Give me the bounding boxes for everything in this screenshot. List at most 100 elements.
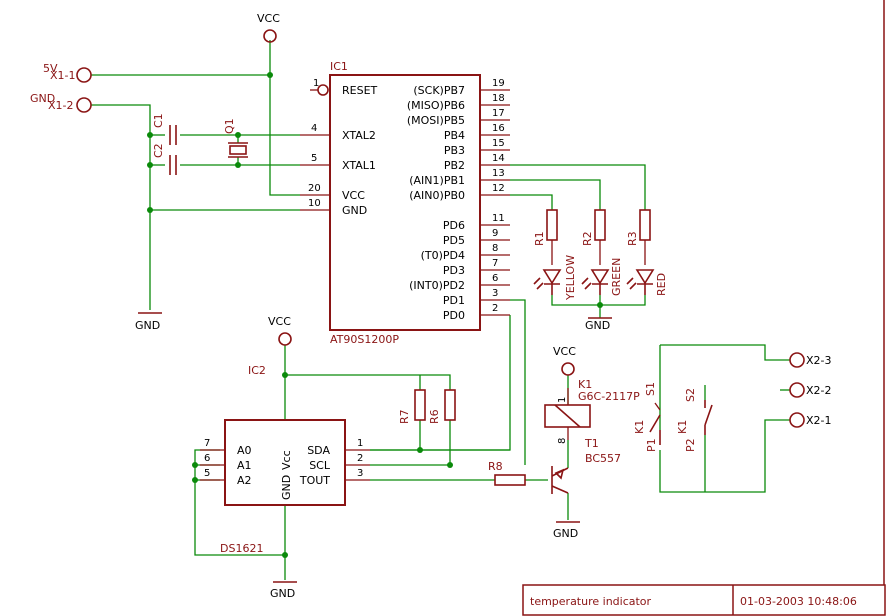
junctions <box>147 72 603 558</box>
k1-p2-label: P2 <box>684 438 697 452</box>
relay-k1-coil: 1 8 K1 G6C-2117P <box>544 378 640 444</box>
ic2-pin-number: 1 <box>357 438 363 449</box>
resistor-r8: R8 <box>488 460 526 486</box>
ic1-pin-number: 5 <box>311 153 317 164</box>
x1-2-net-label: GND <box>30 92 55 105</box>
ic1-pin-name: (T0)PD4 <box>421 249 465 262</box>
power-symbols: VCC VCC VCC GND GND GND GND <box>135 12 612 600</box>
ic1-part: AT90S1200P <box>330 333 399 346</box>
x2-2-label: X2-2 <box>806 384 832 397</box>
ic2-name: IC2 <box>248 364 266 377</box>
resistor-r2: R2 <box>581 209 606 265</box>
ic1-pin-number: 8 <box>492 243 498 254</box>
ic1-pin-number: 1 <box>313 78 319 89</box>
k1-s1-label: S1 <box>644 382 657 396</box>
r1-label: R1 <box>533 231 546 246</box>
k1-contact1-label: K1 <box>633 420 646 434</box>
led-green: GREEN <box>581 258 623 296</box>
transistor-t1: T1 BC557 <box>551 437 621 494</box>
r6-label: R6 <box>428 409 441 424</box>
c1-label: C1 <box>152 113 165 128</box>
k1-contact2-label: K1 <box>676 420 689 434</box>
ic1-pin-number: 13 <box>492 168 505 179</box>
ic1-pin-number: 17 <box>492 108 505 119</box>
ic2-gnd-pin: GND <box>280 475 293 500</box>
ic2-pin-name: A0 <box>237 444 252 457</box>
r2-label: R2 <box>581 231 594 246</box>
ic1-pin-number: 9 <box>492 228 498 239</box>
connector-x2: X2-3 X2-2 X2-1 <box>789 352 832 428</box>
ic1-pin-number: 2 <box>492 303 498 314</box>
ic1-pin-name: PD6 <box>443 219 465 232</box>
ic2-chip: IC2 DS1621 Vcc GND <box>200 364 370 555</box>
schematic-timestamp: 01-03-2003 10:48:06 <box>740 595 857 608</box>
k1-label: K1 <box>578 378 592 391</box>
led-red: RED <box>626 269 668 296</box>
t1-label: T1 <box>584 437 599 450</box>
ic1-pin-number: 16 <box>492 123 505 134</box>
ic1-pin-number: 20 <box>308 183 321 194</box>
led-green-label: GREEN <box>610 258 623 296</box>
x1-1-label: X1-1 <box>50 69 76 82</box>
wires <box>91 40 790 580</box>
ic2-pin-name: SCL <box>309 459 331 472</box>
ic2-pin-name: A1 <box>237 459 252 472</box>
t1-part: BC557 <box>585 452 621 465</box>
ic2-pin-name: A2 <box>237 474 252 487</box>
ic1-pin-name: PB2 <box>444 159 465 172</box>
led-yellow-label: YELLOW <box>564 255 577 301</box>
ic1-pin-name: (SCK)PB7 <box>413 84 465 97</box>
k1-pin1: 1 <box>557 397 568 403</box>
x1-1-net-label: 5V <box>43 62 58 75</box>
ic1-pin-name: GND <box>342 204 367 217</box>
title-block: temperature indicator 01-03-2003 10:48:0… <box>522 584 886 616</box>
ic1-pin-number: 7 <box>492 258 498 269</box>
gnd-label-4: GND <box>270 587 295 600</box>
ic1-pin-number: 10 <box>308 198 321 209</box>
ic1-pin-number: 18 <box>492 93 505 104</box>
resistor-r6: R6 <box>428 389 456 424</box>
r8-label: R8 <box>488 460 503 473</box>
ic2-pin-number: 3 <box>357 468 363 479</box>
ic1-pin-number: 12 <box>492 183 505 194</box>
relay-k1-contact-2: K1 P2 S2 <box>676 388 713 452</box>
schematic-title: temperature indicator <box>530 595 652 608</box>
gnd-label-1: GND <box>135 319 160 332</box>
x2-1-label: X2-1 <box>806 414 832 427</box>
ic1-pin-name: XTAL1 <box>342 159 376 172</box>
ic2-vcc-pin: Vcc <box>280 450 293 470</box>
ic1-pin-name: (MOSI)PB5 <box>407 114 465 127</box>
crystal-q1: Q1 <box>223 118 248 158</box>
k1-s2-label: S2 <box>684 388 697 402</box>
ic1-pin-name: (MISO)PB6 <box>407 99 465 112</box>
ic1-pin-number: 19 <box>492 78 505 89</box>
x1-2-label: X1-2 <box>48 99 74 112</box>
q1-label: Q1 <box>223 118 236 134</box>
capacitor-c1: C1 <box>152 113 177 145</box>
ic1-pin-number: 6 <box>492 273 498 284</box>
c2-label: C2 <box>152 143 165 158</box>
ic2-pin-name: SDA <box>307 444 330 457</box>
vcc-label-3: VCC <box>553 345 576 358</box>
vcc-label-1: VCC <box>257 12 280 25</box>
ic1-pin-name: PD1 <box>443 294 465 307</box>
vcc-label-2: VCC <box>268 315 291 328</box>
ic1-pin-name: PB3 <box>444 144 465 157</box>
ic2-pin-number: 6 <box>204 453 210 464</box>
x2-3-label: X2-3 <box>806 354 832 367</box>
ic1-pin-number: 15 <box>492 138 505 149</box>
relay-k1-contact-1: K1 P1 S1 <box>633 382 661 452</box>
ic1-pin-name: (AIN1)PB1 <box>409 174 465 187</box>
ic2-pin-number: 5 <box>204 468 210 479</box>
gnd-label-2: GND <box>585 319 610 332</box>
ic2-pin-name: TOUT <box>299 474 330 487</box>
capacitor-c2: C2 <box>152 143 177 175</box>
ic2-part: DS1621 <box>220 542 263 555</box>
ic1-name: IC1 <box>330 60 348 73</box>
ic1-pin-name: PB4 <box>444 129 465 142</box>
k1-part: G6C-2117P <box>578 390 640 403</box>
ic1-pin-number: 3 <box>492 288 498 299</box>
